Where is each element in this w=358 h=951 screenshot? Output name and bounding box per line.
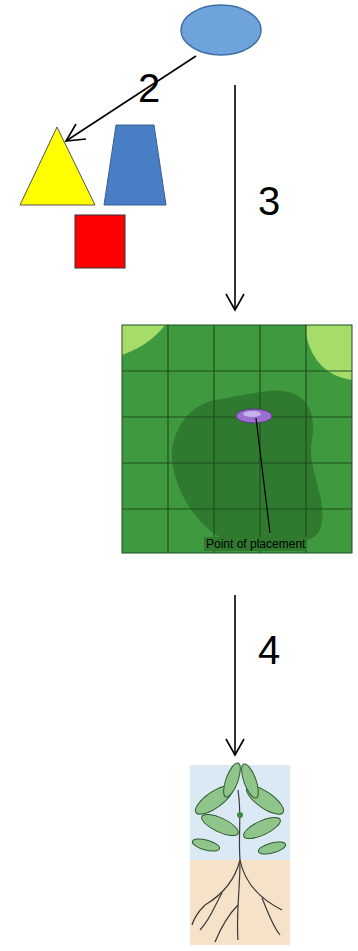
red-square xyxy=(75,215,125,268)
callout-number: 2 xyxy=(138,68,160,108)
yellow-triangle xyxy=(20,127,95,205)
map-label: Point of placement xyxy=(204,537,307,551)
blue-ellipse xyxy=(181,5,261,55)
blue-trapezoid xyxy=(104,125,166,205)
placement-map xyxy=(122,325,352,553)
callout-number: 3 xyxy=(258,181,280,221)
plant-illustration xyxy=(190,761,290,945)
arrow xyxy=(226,595,244,755)
arrow xyxy=(226,85,244,310)
callout-number: 4 xyxy=(258,630,280,670)
